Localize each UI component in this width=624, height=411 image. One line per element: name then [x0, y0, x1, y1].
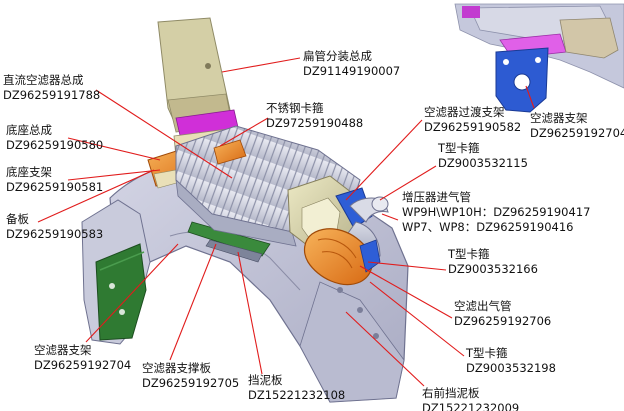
part-name: T型卡箍 [448, 247, 490, 261]
label-mud-guard: 挡泥板 DZ15221232108 [248, 373, 345, 403]
label-flat-tube-assembly: 扁管分装总成 DZ91149190007 [303, 49, 400, 79]
part-code: DZ96259190583 [6, 227, 104, 241]
part-code: DZ9003532166 [448, 262, 538, 276]
part-code-wp9h-wp10h: WP9H\WP10H：DZ96259190417 [402, 205, 591, 219]
left-bracket-plate [81, 199, 151, 345]
label-base-assembly: 底座总成 DZ96259190580 [6, 123, 103, 153]
part-code: DZ91149190007 [303, 64, 401, 78]
label-dc-air-filter-assembly: 直流空滤器总成 DZ96259191788 [3, 73, 100, 103]
part-name: 增压器进气管 [402, 190, 471, 204]
label-t-clamp-2: T型卡箍 DZ9003532166 [448, 247, 538, 277]
part-name: 底座总成 [6, 123, 52, 137]
part-code-wp7-wp8: WP7、WP8：DZ96259190416 [402, 220, 574, 234]
part-code: DZ96259192705 [142, 376, 240, 390]
part-code: DZ96259192704 [34, 358, 132, 372]
part-name: T型卡箍 [466, 346, 508, 360]
label-outlet-pipe: 空滤出气管 DZ96259192706 [454, 299, 551, 329]
label-base-bracket: 底座支架 DZ96259190581 [6, 165, 103, 195]
part-code: DZ15221232108 [248, 388, 346, 402]
label-stainless-clamp: 不锈钢卡箍 DZ97259190488 [266, 101, 363, 131]
label-transition-bracket: 空滤器过渡支架 DZ96259190582 [424, 105, 521, 135]
label-turbo-intake-pipe: 增压器进气管 WP9H\WP10H：DZ96259190417 WP7、WP8：… [402, 190, 590, 235]
part-code: DZ96259192706 [454, 314, 552, 328]
part-code: DZ96259192704 [530, 126, 624, 140]
label-right-front-mud-guard: 右前挡泥板 DZ15221232009 [422, 386, 519, 411]
outlet-pipe-part [303, 228, 381, 286]
part-code: DZ96259190582 [424, 120, 522, 134]
label-filter-bracket-bottom: 空滤器支架 DZ96259192704 [34, 343, 131, 373]
label-filter-bracket-top: 空滤器支架 DZ96259192704 [530, 111, 624, 141]
part-code: DZ9003532198 [466, 361, 556, 375]
part-code: DZ96259190580 [6, 138, 104, 152]
part-name: 备板 [6, 212, 29, 226]
label-filter-support-plate: 空滤器支撑板 DZ96259192705 [142, 361, 239, 391]
part-name: 扁管分装总成 [303, 49, 372, 63]
support-plate-part [187, 221, 271, 263]
label-t-clamp-3: T型卡箍 DZ9003532198 [466, 346, 556, 376]
part-name: 挡泥板 [248, 373, 283, 387]
part-name: T型卡箍 [438, 141, 480, 155]
part-code: DZ97259190488 [266, 116, 364, 130]
inset-view [454, 3, 624, 113]
part-name: 空滤器支撑板 [142, 361, 211, 375]
part-name: 不锈钢卡箍 [266, 101, 324, 115]
part-name: 空滤器过渡支架 [424, 105, 505, 119]
leader-lines [37, 57, 535, 387]
label-t-clamp-1: T型卡箍 DZ9003532115 [438, 141, 528, 171]
part-name: 空滤出气管 [454, 299, 512, 313]
part-name: 空滤器支架 [34, 343, 92, 357]
part-name: 底座支架 [6, 165, 52, 179]
part-code: DZ9003532115 [438, 156, 528, 170]
part-code: DZ96259190581 [6, 180, 104, 194]
label-spare-plate: 备板 DZ96259190583 [6, 212, 103, 242]
part-name: 右前挡泥板 [422, 386, 480, 400]
part-name: 空滤器支架 [530, 111, 588, 125]
part-name: 直流空滤器总成 [3, 73, 84, 87]
part-code: DZ96259191788 [3, 88, 101, 102]
part-code: DZ15221232009 [422, 401, 520, 411]
